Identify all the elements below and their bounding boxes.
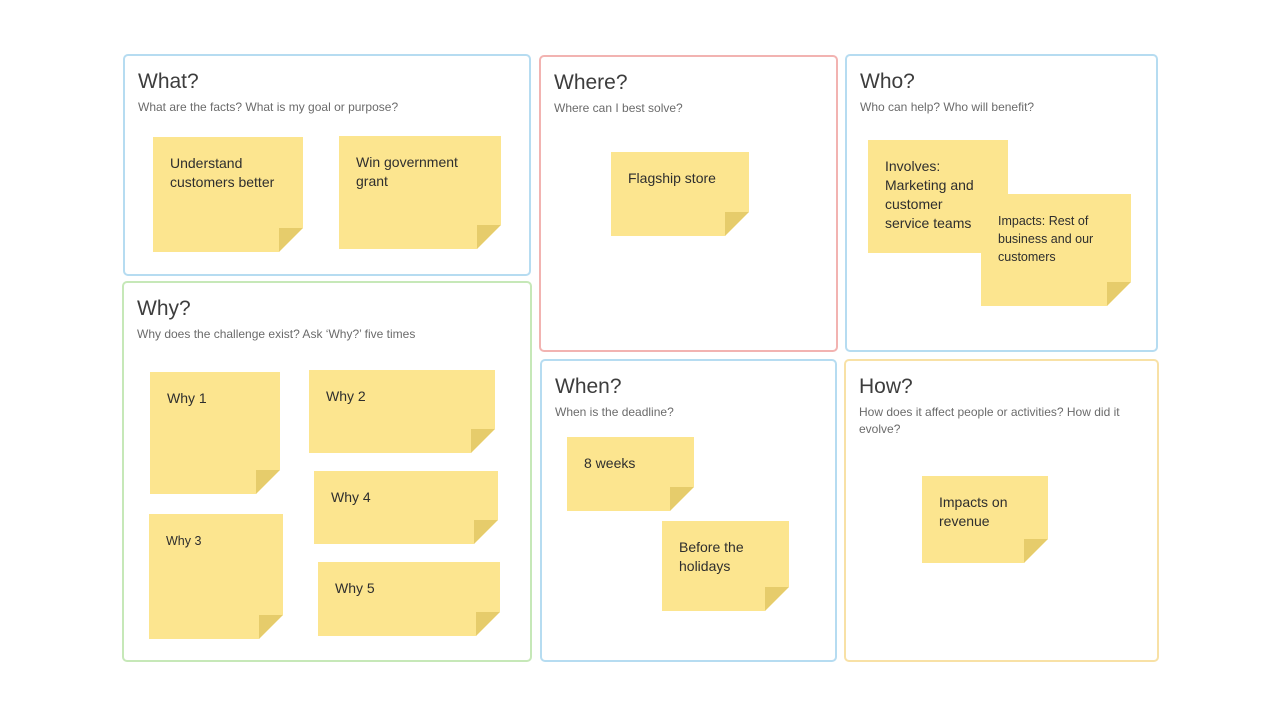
sticky-note-text: Why 5 [335,580,375,596]
sticky-note-why-1[interactable]: Why 1 [150,372,280,494]
sticky-note-text: Before the holidays [679,539,744,574]
sticky-note-text: Involves: Marketing and customer service… [885,158,974,231]
why-title: Why? [137,297,191,320]
who-title: Who? [860,70,915,93]
sticky-note-text: Flagship store [628,170,716,186]
sticky-note-text: Win government grant [356,154,458,189]
sticky-note-text: Understand customers better [170,155,275,190]
how-subtitle: How does it affect people or activities?… [859,405,1120,436]
who-subtitle: Who can help? Who will benefit? [860,100,1035,114]
sticky-note-what-1[interactable]: Understand customers better [153,137,303,252]
sticky-note-text: Impacts on revenue [939,494,1008,529]
sticky-note-text: 8 weeks [584,455,636,471]
what-subtitle: What are the facts? What is my goal or p… [138,100,399,114]
sticky-note-why-4[interactable]: Why 4 [314,471,498,544]
when-subtitle: When is the deadline? [555,405,674,419]
where-title: Where? [554,71,628,94]
where-subtitle: Where can I best solve? [554,101,683,115]
sticky-note-how-1[interactable]: Impacts on revenue [922,476,1048,563]
how-panel: How? How does it affect people or activi… [844,359,1159,662]
sticky-note-when-2[interactable]: Before the holidays [662,521,789,611]
why-subtitle: Why does the challenge exist? Ask ‘Why?’… [137,327,416,341]
sticky-note-text: Why 1 [167,390,207,406]
sticky-note-why-2[interactable]: Why 2 [309,370,495,453]
sticky-note-why-3[interactable]: Why 3 [149,514,283,639]
sticky-note-where-1[interactable]: Flagship store [611,152,749,236]
sticky-note-why-5[interactable]: Why 5 [318,562,500,636]
sticky-note-when-1[interactable]: 8 weeks [567,437,694,511]
sticky-note-who-2[interactable]: Impacts: Rest of business and our custom… [981,194,1131,306]
what-title: What? [138,70,199,93]
sticky-note-text: Why 3 [166,534,202,548]
sticky-note-what-2[interactable]: Win government grant [339,136,501,249]
sticky-note-text: Why 2 [326,388,366,404]
sticky-note-text: Why 4 [331,489,371,505]
sticky-note-text: Impacts: Rest of business and our custom… [998,214,1094,264]
when-title: When? [555,375,622,398]
how-title: How? [859,375,913,398]
